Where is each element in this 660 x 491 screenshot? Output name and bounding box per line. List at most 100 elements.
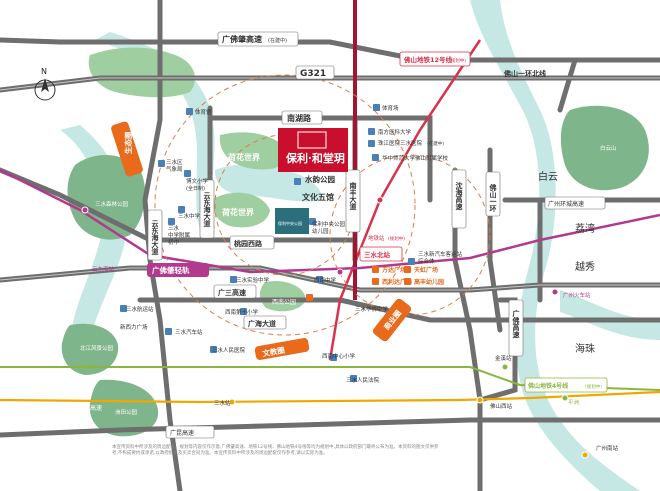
label-hehua-north: 荷花世界 — [227, 152, 261, 162]
label-xinan-ershi: 西南第十小学 — [225, 308, 259, 316]
label-sanshui-beizhan: 三水北站 — [364, 250, 391, 259]
label-beijiang-park: 北江风景公园 — [80, 344, 114, 352]
label-guanghai-dadao: 广海大道 — [248, 319, 276, 328]
label-guangzhou-south: 广州南站 — [596, 444, 619, 452]
beijiang-park — [61, 323, 119, 375]
label-boai-school: 博文小学 — [186, 177, 209, 185]
secondary-brand: 保利中央公园 — [278, 220, 302, 226]
label-wanda: 万达广场 — [381, 266, 406, 274]
label-yundong-station: 云东海站 — [92, 265, 115, 273]
label-guanggao-gaosu: 广佛高速 — [512, 309, 521, 339]
label-nanfang-yike2-note: (在建中) — [427, 140, 444, 147]
road-centerlines — [0, 77, 660, 291]
sanshui-forest-park — [67, 154, 146, 240]
label-gaofeng: 高丰幼儿园 — [414, 278, 444, 286]
label-metro-4-note: (规划中) — [585, 383, 602, 390]
label-guangzhou-station: 广州火车站 — [563, 291, 591, 299]
label-gongye-dadao: 工业大道 — [75, 362, 98, 370]
label-baoli-kinder: 幼儿园 — [312, 227, 329, 235]
label-sanshui-station: 三水站 — [214, 399, 231, 407]
label-foshan-yihuan: 佛山一环 — [489, 183, 498, 213]
label-metro-station: 地铁站 — [368, 234, 385, 242]
label-sanshui-huaqiao: 三水华侨中学 — [355, 305, 389, 313]
label-nanhu-road: 南湖路 — [287, 113, 312, 123]
label-taoli-west: 桃园西路 — [234, 239, 263, 248]
label-guangfo-rail: 广佛肇轻轨 — [152, 265, 190, 275]
label-shengtai-ring: 生态圈 — [123, 131, 133, 154]
guangfo-expressway-orange — [0, 390, 660, 404]
ring-badges — [111, 121, 412, 360]
label-sanshui-qichezhan: 三水汽车站 — [175, 328, 203, 336]
project-brand — [275, 128, 348, 234]
compass-north-label: N — [41, 67, 47, 76]
hehua-world-north — [219, 132, 290, 170]
label-sanshui-experimental: 三水实验中学 — [236, 276, 270, 284]
park-layer — [61, 47, 649, 437]
label-foshan-xi: 佛山西站 — [490, 402, 513, 410]
station-markers — [81, 196, 589, 459]
label-guangfo-zhaogaosu-note: (在建中) — [268, 37, 287, 44]
label-nanfang-yike: 南方医科大学 — [378, 128, 412, 136]
label-shahai-gaosu: 沈海高速 — [455, 181, 463, 211]
label-sanshui-meteo: 三水区 — [166, 158, 183, 166]
label-baiyun: 白云 — [538, 170, 558, 183]
compass-icon: N — [34, 67, 56, 101]
label-guangfo-zhaogaosu: 广佛肇高速 — [222, 34, 262, 44]
metro-label-boxes — [147, 51, 608, 393]
label-metro-4: 佛山地铁4号线 — [527, 382, 568, 390]
label-sanshui-middle2: 三水 — [168, 224, 180, 232]
label-shuiyun-park: 水韵公园 — [305, 174, 335, 184]
label-tiyuguan2: 体育场 — [382, 104, 399, 112]
brand-text: 保利·和堂玥 保利中央公园 — [278, 151, 345, 226]
label-sanshui-middle4: 初中 — [168, 238, 179, 246]
poi-icons — [120, 104, 415, 382]
label-yundonghai-dadao: 云东海大道 — [203, 192, 211, 228]
zhoutian-park — [89, 379, 159, 437]
disclaimer-text: 本宣传资料中所涉及的周边配套、规划等内容仅作示意,广佛肇高速、地铁12号线、佛山… — [112, 445, 439, 456]
label-metro-12-note: (规划中) — [449, 57, 466, 64]
label-guangzhou-huancheng: 广州环城高速 — [548, 200, 584, 208]
label-hehua-south: 荷花世界 — [221, 207, 255, 217]
label-huashi: 华中师范大学佛山附属学校 — [382, 154, 449, 162]
project-logo-box — [278, 128, 348, 172]
label-zhoutian-park: 洲田公园 — [115, 409, 138, 416]
label-boai-school2: (全日制) — [186, 185, 205, 192]
label-nanfang-yike2: 珠江医院三水医院 — [378, 139, 423, 147]
label-jinxi: 金溪站 — [495, 354, 512, 362]
label-metro-12: 佛山地铁12号线 — [403, 55, 453, 64]
secondary-logo-box — [275, 208, 309, 234]
label-nanfeng-dadao: 南丰大道 — [349, 181, 357, 211]
label-liwan: 荔湾 — [575, 222, 595, 235]
xinan-park — [259, 280, 306, 312]
label-baoli-park: 保利中央公园 — [312, 220, 346, 228]
label-sanshui-xinqiche: 三水新汽车客运站 — [418, 250, 463, 258]
label-xinan-zhongxin: 西南中心小学 — [322, 352, 356, 360]
label-yundonghai-dadao-west: 云东海大道 — [151, 220, 159, 256]
label-xinqiao: 新西力广场 — [120, 323, 148, 331]
vertical-road-boxes — [147, 169, 524, 357]
baiyun-mountain — [560, 105, 649, 191]
label-wenjiao-ring: 文教圈 — [262, 345, 286, 359]
label-xili: 西利达广场 — [382, 278, 412, 286]
label-foshan-yihuan-north: 佛山一环北线 — [503, 69, 546, 78]
hehua-world-south — [213, 192, 270, 228]
project-seal-icon — [297, 131, 327, 149]
label-zonghe-ti: 综合体 — [418, 257, 435, 265]
label-xinan-park: 西南公园 — [272, 298, 296, 306]
guangfo-zhaoqing-rail — [0, 168, 660, 274]
label-xinan-middle: 西南中学 — [314, 276, 337, 284]
label-yuexiu: 越秀 — [575, 260, 595, 273]
project-name: 保利·和堂玥 — [285, 151, 345, 165]
label-sanshui-renmin: 三水人民医院 — [212, 346, 246, 354]
label-guanggao-bottom: 广昆高速 — [170, 429, 194, 437]
commercial-icons — [306, 266, 411, 301]
label-sanshui-kongjian: 三水航运站 — [126, 305, 154, 313]
label-pingzhou: 平洲 — [568, 399, 580, 406]
label-guangming-gaosu: 广明高速 — [78, 404, 102, 412]
label-sanshui-meteo2: 气象局 — [166, 165, 183, 173]
label-baiyun-mountain: 白云山 — [600, 144, 617, 152]
label-wenhua-wuguan: 文化五馆 — [302, 192, 334, 202]
label-sanshui-forest: 三水森林公园 — [95, 200, 129, 208]
label-sanshui-middle: 三水中学 — [178, 212, 201, 220]
